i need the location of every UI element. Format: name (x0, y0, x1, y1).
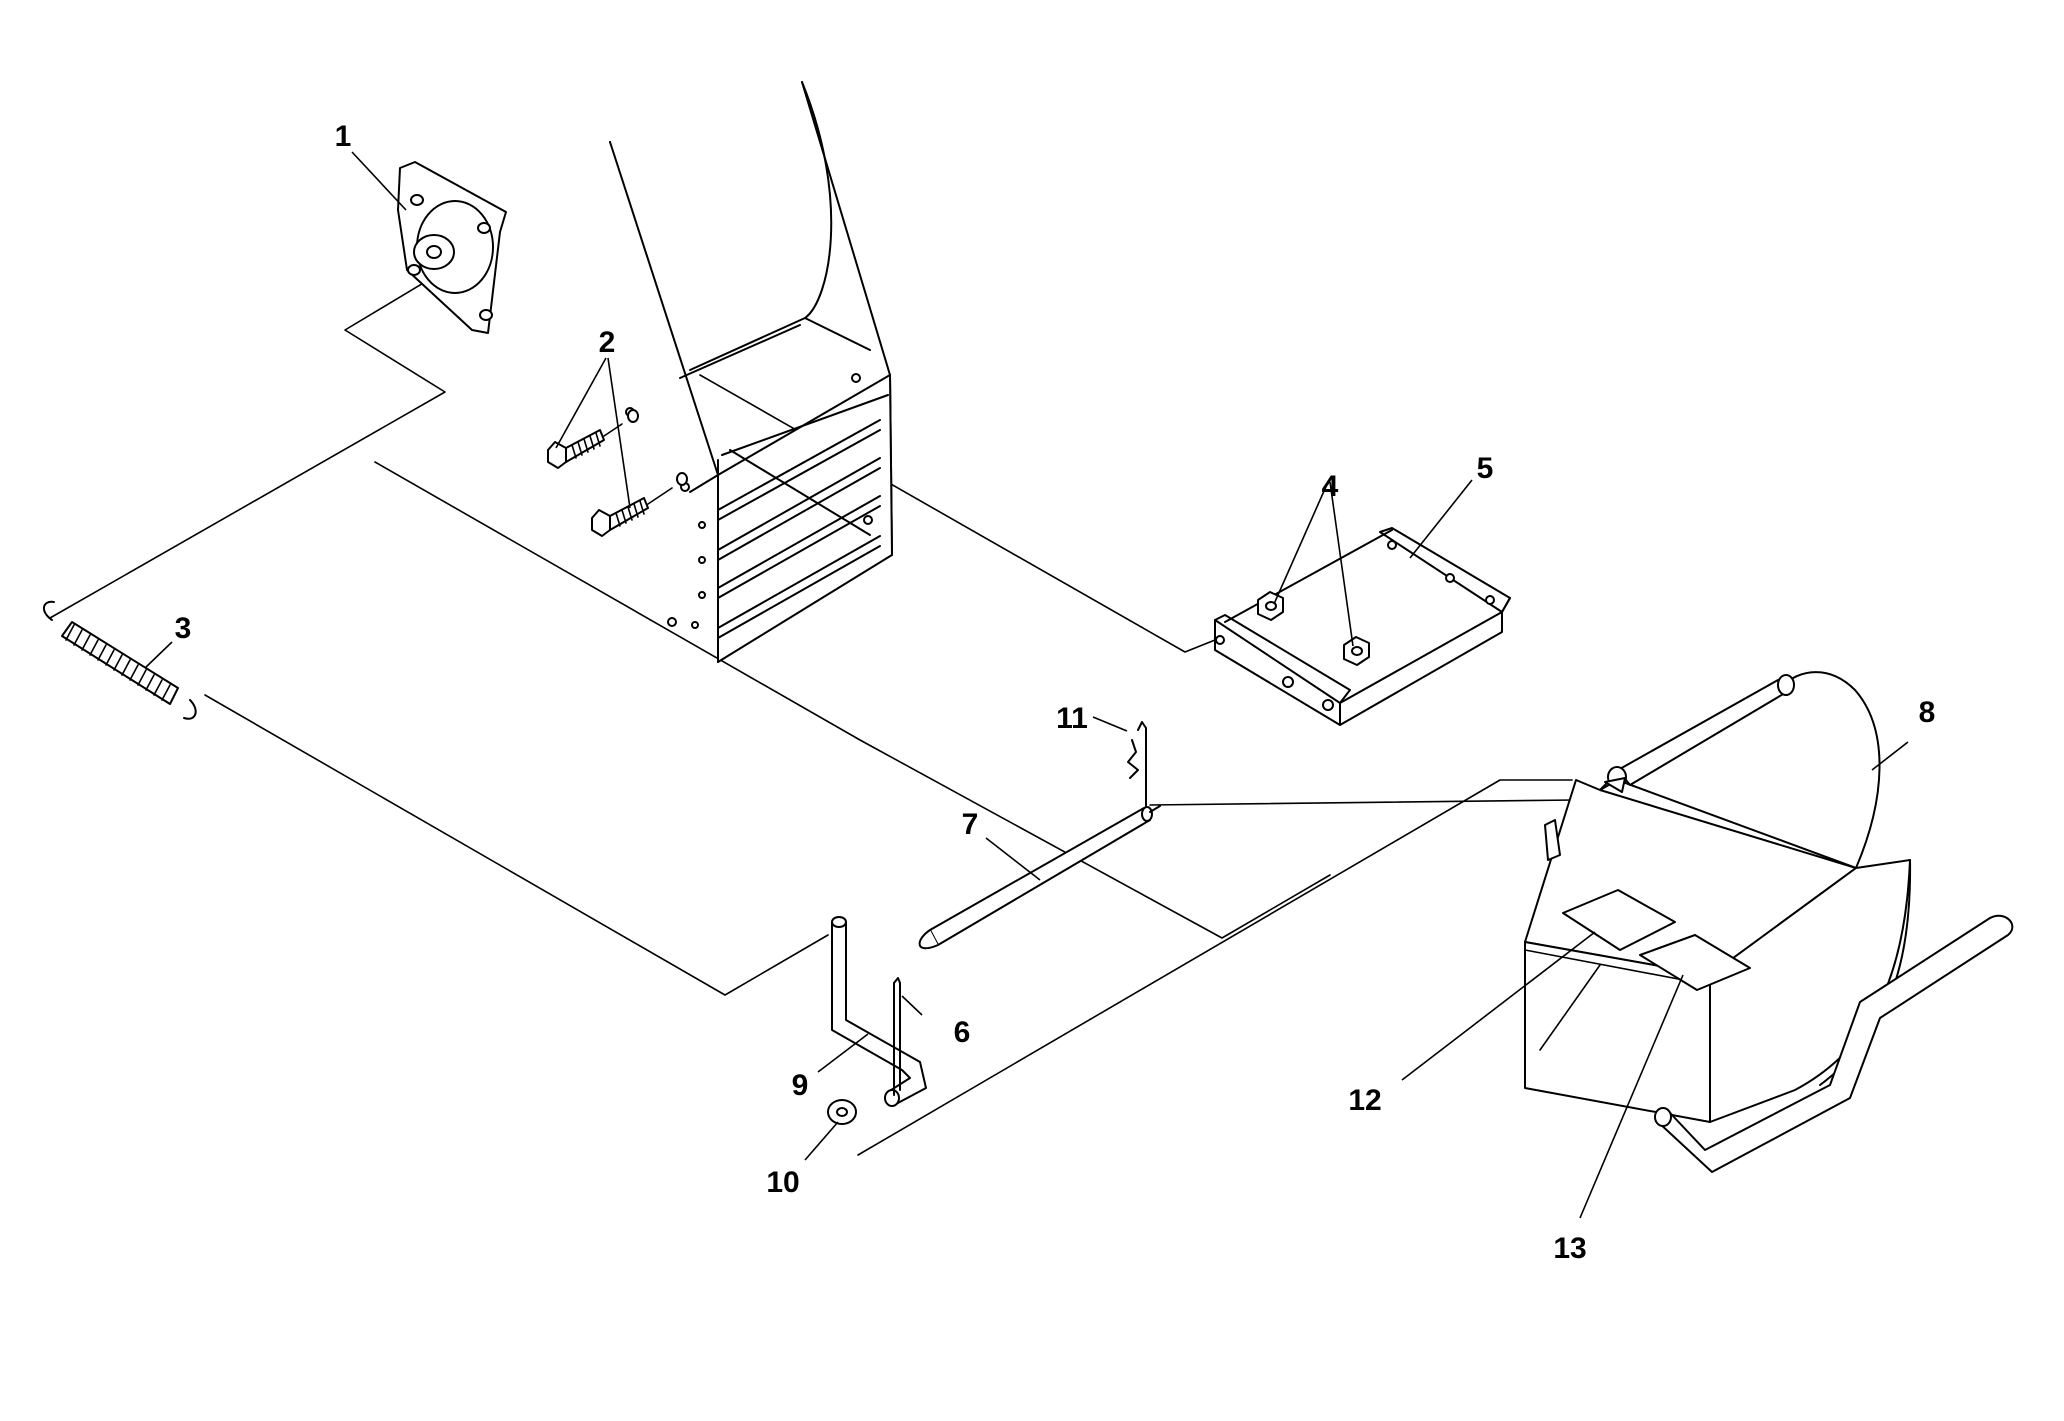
callout-12: 12 (1348, 1084, 1381, 1117)
bolt-lower (591, 472, 688, 537)
mounting-plate-part (397, 161, 507, 334)
leader-lines (144, 151, 1909, 1219)
cotter-pin-part (1127, 721, 1147, 811)
callout-6: 6 (954, 1016, 971, 1049)
rod-part (918, 805, 1161, 950)
bracket-part (1214, 527, 1511, 726)
decal-13 (1639, 934, 1751, 991)
nuts-part (1257, 591, 1370, 666)
lever-part (831, 916, 927, 1107)
callout-13: 13 (1553, 1232, 1586, 1265)
frame-part (609, 81, 893, 663)
bolts-part (547, 409, 688, 537)
callout-3: 3 (175, 612, 192, 645)
callout-7: 7 (962, 808, 979, 841)
callout-10: 10 (766, 1166, 799, 1199)
washer-part (827, 1099, 857, 1125)
callout-11: 11 (1056, 702, 1088, 735)
spring-part (43, 600, 197, 720)
callout-2: 2 (599, 326, 616, 359)
assembly-lines (49, 239, 1576, 1156)
bolt-upper (547, 409, 639, 469)
hopper-part (1524, 671, 2014, 1173)
callout-4: 4 (1322, 470, 1339, 503)
callout-5: 5 (1477, 452, 1494, 485)
decal-12 (1562, 889, 1676, 951)
callout-8: 8 (1919, 696, 1936, 729)
spring-coils (65, 624, 171, 701)
callout-1: 1 (335, 120, 352, 153)
pin-part (893, 977, 901, 1096)
callout-9: 9 (792, 1069, 809, 1102)
callout-labels: 1 2 3 4 5 6 7 8 9 10 11 12 13 (175, 120, 1936, 1265)
